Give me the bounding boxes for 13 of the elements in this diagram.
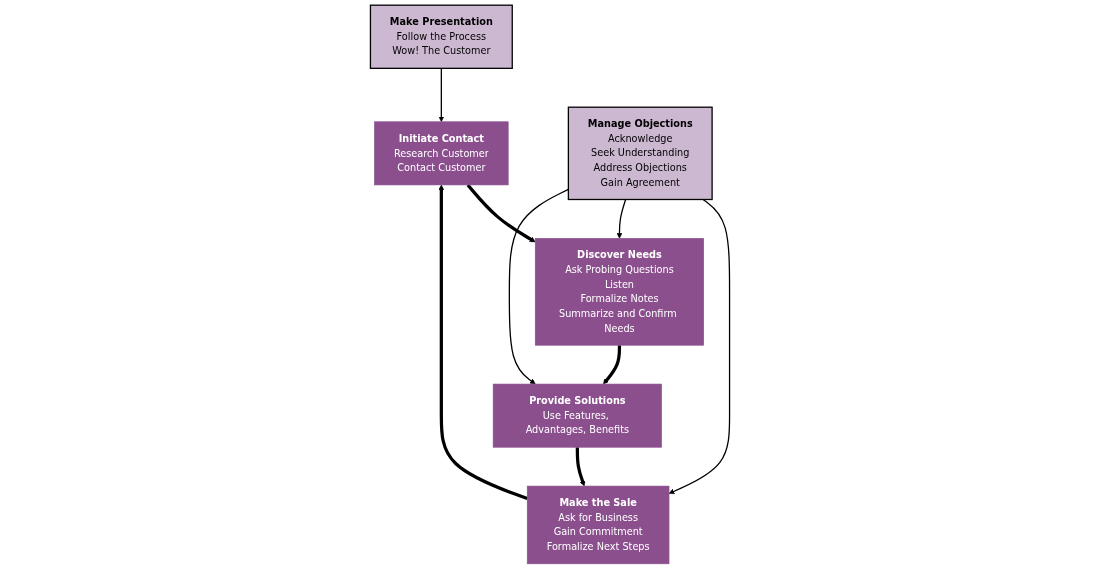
node-box: Make the Sale Ask for Business Gain Commitment Formalize Next Steps xyxy=(526,485,670,565)
arrow xyxy=(575,447,586,487)
node-box: Provide Solutions Use Features, Advantages, Benefits xyxy=(492,383,662,448)
node-box: Initiate Contact Research Customer Contact Customer xyxy=(374,121,509,186)
arrow xyxy=(466,183,536,243)
node-box: Manage Objections Acknowledge Seek Understanding Address Objections Gain Agreement xyxy=(567,106,713,201)
arrow xyxy=(438,67,445,123)
arrow xyxy=(668,198,731,495)
arrow xyxy=(603,345,622,385)
arrow xyxy=(438,184,528,501)
arrow xyxy=(616,198,627,239)
node-box: Make Presentation Follow the Process Wow! The Customer xyxy=(369,4,513,69)
node-box: Discover Needs Ask Probing Questions Listen Formalize Notes Summarize and Confirm Needs xyxy=(534,238,704,346)
